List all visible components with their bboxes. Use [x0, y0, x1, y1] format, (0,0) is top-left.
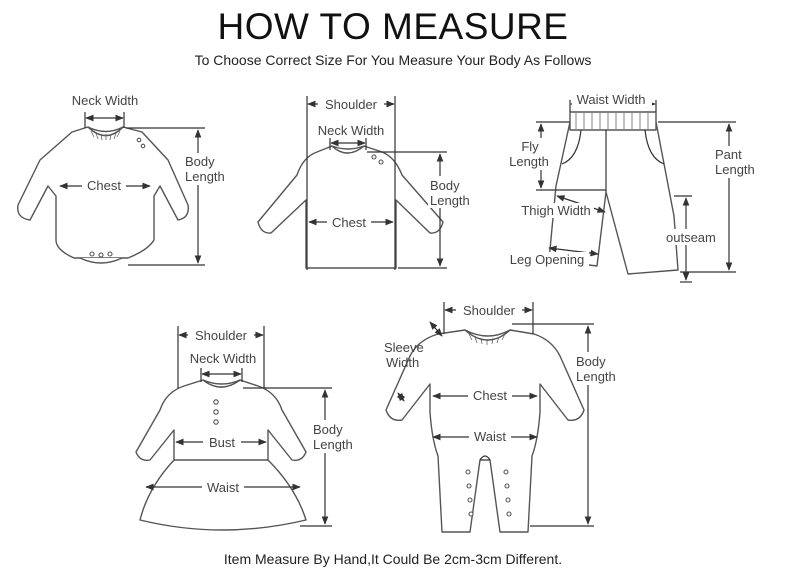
measurement-disclaimer: Item Measure By Hand,It Could Be 2cm-3cm…	[223, 551, 563, 567]
shirt-body-length-label: Body	[430, 178, 460, 193]
pants-fly-length-label: Fly	[521, 139, 539, 154]
page-subtitle: To Choose Correct Size For You Measure Y…	[194, 52, 592, 68]
snap-button	[504, 483, 510, 489]
romper-illustration: Shoulder Sleeve Width Chest Waist Body L…	[384, 302, 620, 533]
pants-fly-length-label-2: Length	[509, 154, 549, 169]
bodysuit-collar	[87, 126, 124, 137]
romper-crotch	[479, 455, 491, 461]
dress-body-length-label-2: Length	[313, 437, 353, 452]
shoulder-button	[371, 154, 377, 160]
snap-button	[89, 251, 95, 257]
bodysuit-illustration: Neck Width Chest Body Length	[17, 93, 229, 266]
romper-waist-label: Waist	[474, 429, 506, 444]
snap-button	[107, 251, 113, 257]
snap-button	[505, 497, 511, 503]
romper-body-length-label-2: Length	[576, 369, 616, 384]
shirt-neck-width-label: Neck Width	[318, 123, 384, 138]
shoulder-button	[136, 137, 142, 143]
bodysuit-chest-label: Chest	[87, 178, 121, 193]
pants-pant-length-label-2: Length	[715, 162, 755, 177]
snap-button	[466, 483, 472, 489]
bodysuit-body-length-label-2: Length	[185, 169, 225, 184]
snap-button	[468, 511, 474, 517]
dress-outline	[135, 379, 307, 531]
pants-pant-length-label: Pant	[715, 147, 742, 162]
dress-waist-label: Waist	[207, 480, 239, 495]
pants-waist-width-label: Waist Width	[577, 92, 646, 107]
romper-sleeve-width-label: Sleeve	[384, 340, 424, 355]
dress-bust-label: Bust	[209, 435, 235, 450]
bodysuit-body-length-label: Body	[185, 154, 215, 169]
snap-button	[506, 511, 512, 517]
dress-collar	[202, 379, 241, 388]
dress-body-length-label: Body	[313, 422, 343, 437]
pants-outline	[548, 121, 679, 275]
snap-button	[467, 497, 473, 503]
pants-illustration: Waist Width Fly Length Pant Length Thigh…	[505, 92, 762, 283]
pants-pocket	[561, 129, 582, 165]
shirt-chest-label: Chest	[332, 215, 366, 230]
bodysuit-neck-width-label: Neck Width	[72, 93, 138, 108]
shirt-shoulder-label: Shoulder	[325, 97, 378, 112]
dress-button	[213, 399, 219, 405]
snap-button	[503, 469, 509, 475]
pants-outseam-label: outseam	[666, 230, 716, 245]
shirt-outline	[257, 145, 444, 269]
pants-thigh-width-label: Thigh Width	[521, 203, 590, 218]
dress-neck-width-label: Neck Width	[190, 351, 256, 366]
page-title: HOW TO MEASURE	[217, 6, 569, 47]
romper-shoulder-label: Shoulder	[463, 303, 516, 318]
romper-sleeve-width-label-2: Width	[386, 355, 419, 370]
dress-illustration: Shoulder Neck Width Bust Waist Body Leng…	[135, 326, 358, 531]
shoulder-button	[140, 143, 146, 149]
romper-chest-label: Chest	[473, 388, 507, 403]
pants-pocket	[644, 129, 665, 165]
snap-button	[465, 469, 471, 475]
bodysuit-crotch	[79, 257, 123, 264]
shoulder-button	[378, 159, 384, 165]
dress-button	[213, 419, 219, 425]
dress-shoulder-label: Shoulder	[195, 328, 248, 343]
snap-button	[98, 252, 104, 258]
shirt-body-length-label-2: Length	[430, 193, 470, 208]
romper-body-length-label: Body	[576, 354, 606, 369]
dress-button	[213, 409, 219, 415]
shirt-illustration: Shoulder Neck Width Chest Body Length	[257, 96, 473, 270]
pants-leg-opening-label: Leg Opening	[510, 252, 584, 267]
pants-waistband	[569, 111, 657, 131]
